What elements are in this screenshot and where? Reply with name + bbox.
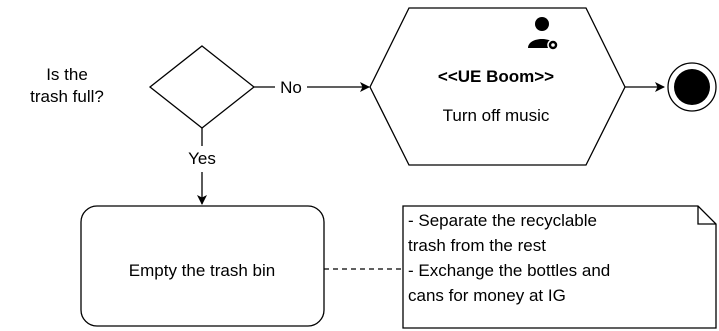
note-fold-icon — [697, 206, 716, 225]
note-line-4: cans for money at IG — [408, 286, 566, 305]
action-hexagon[interactable] — [369, 7, 626, 166]
final-node-icon — [667, 62, 717, 112]
action-hexagon-stereotype: <<UE Boom>> — [438, 67, 554, 86]
action-box[interactable] — [80, 205, 325, 327]
note-line-3: - Exchange the bottles and — [408, 261, 610, 280]
note-line-2: trash from the rest — [408, 236, 546, 255]
no-edge-label: No — [280, 78, 302, 97]
action-hexagon-label: Turn off music — [443, 106, 550, 125]
yes-edge-label: Yes — [188, 149, 216, 168]
decision-question-line-2: trash full? — [30, 87, 104, 106]
note-line-1: - Separate the recyclable — [408, 211, 597, 230]
note-box — [402, 205, 717, 329]
decision-question-line-1: Is the — [46, 65, 88, 84]
action-box-label: Empty the trash bin — [129, 261, 275, 280]
decision-diamond[interactable] — [148, 45, 256, 129]
user-settings-icon — [528, 17, 559, 51]
